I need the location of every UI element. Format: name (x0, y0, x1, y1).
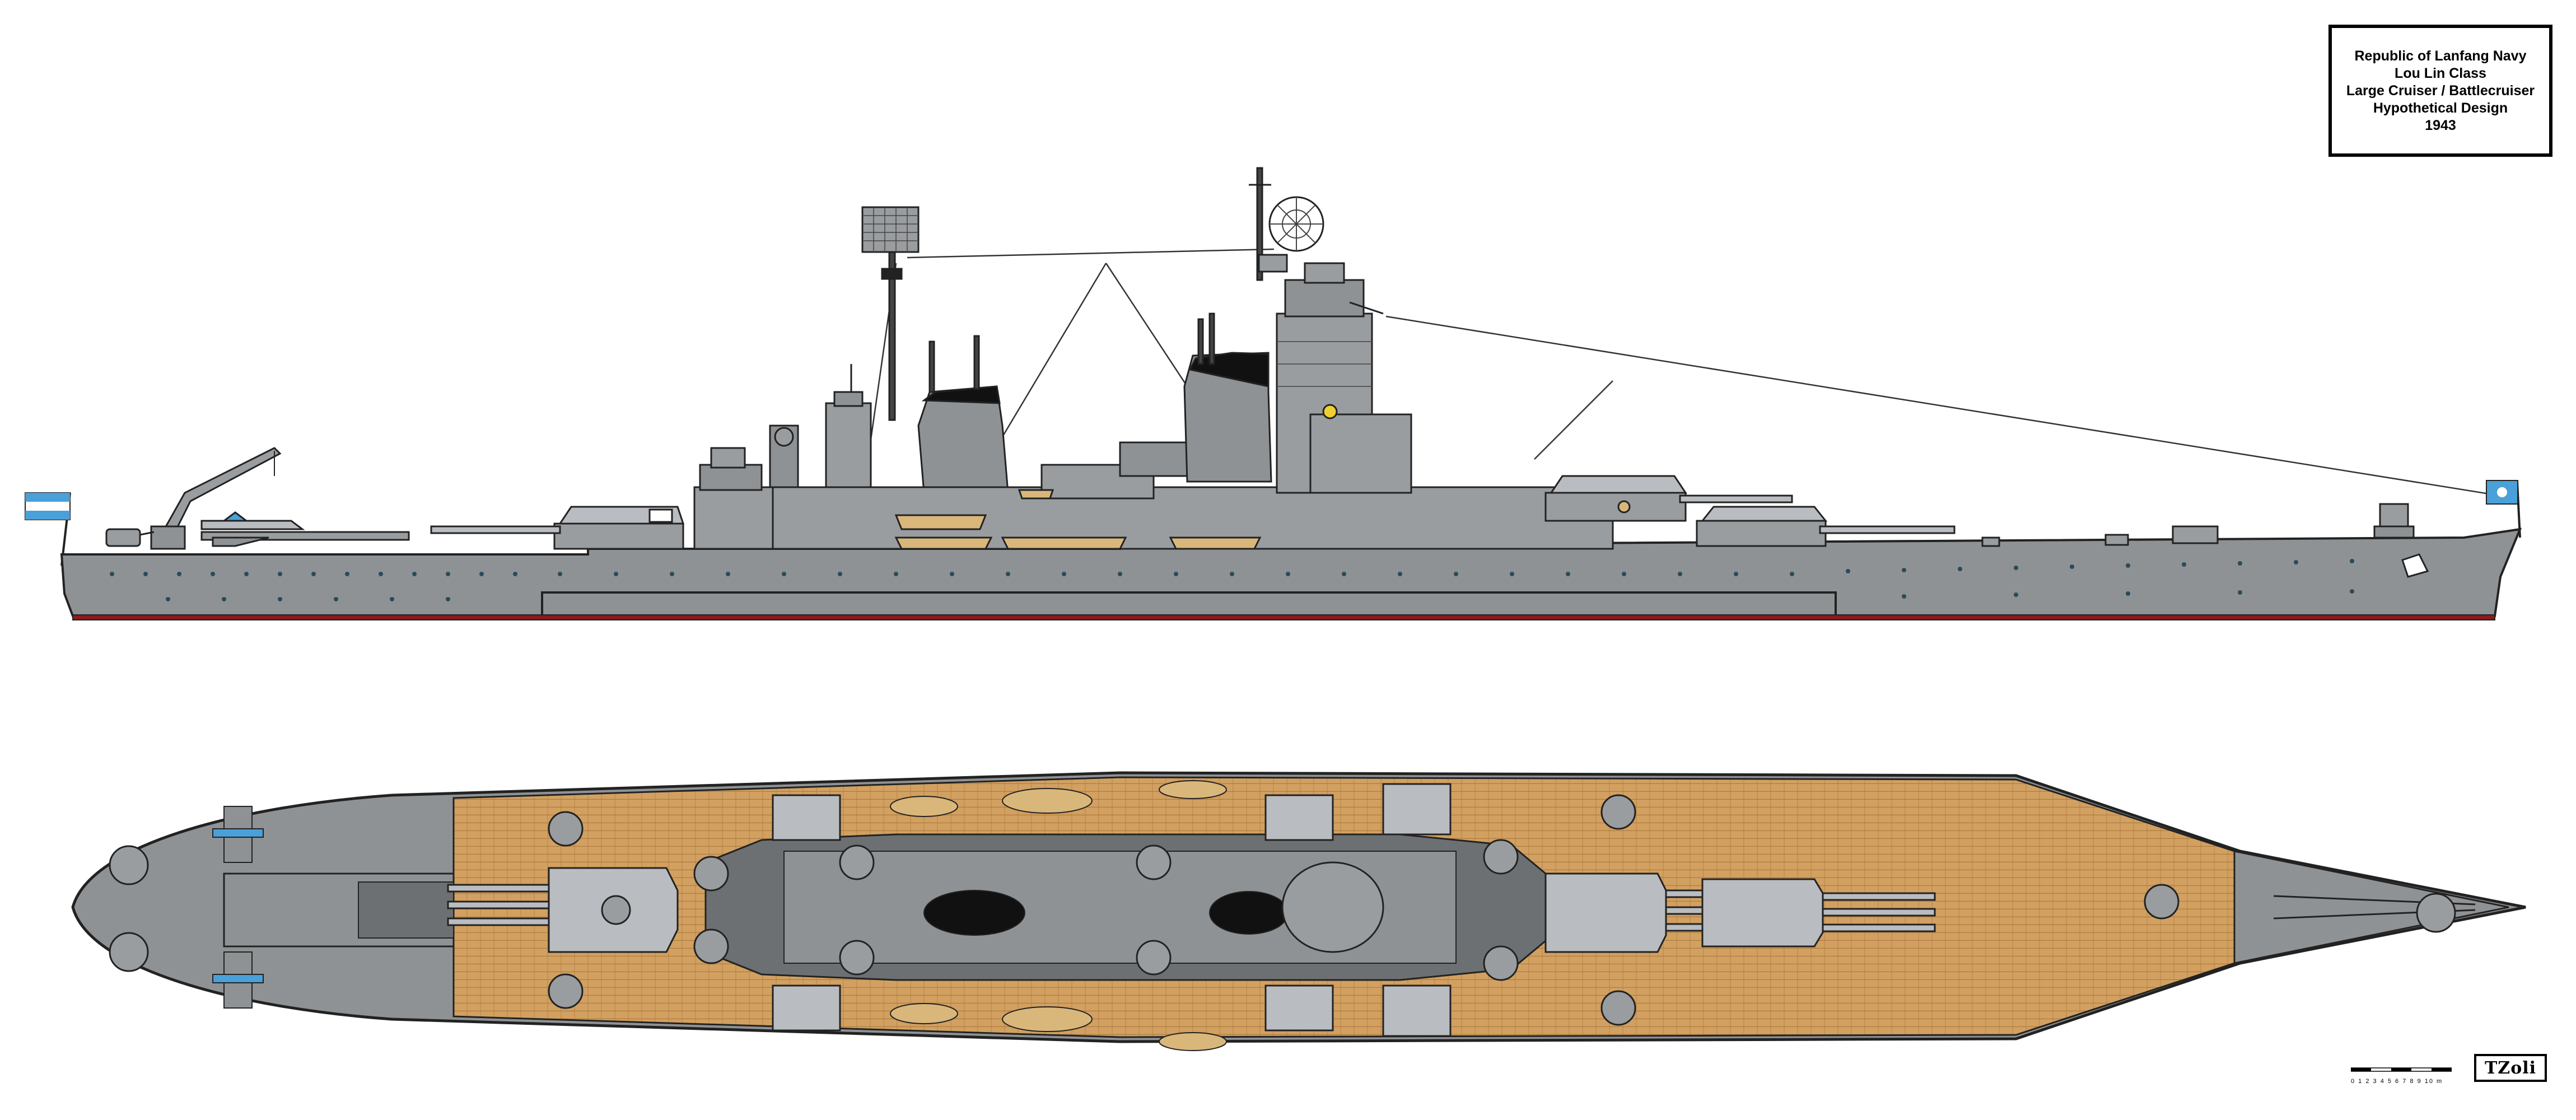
plan-secondary-turrets (772, 783, 1452, 1037)
title-design: Hypothetical Design (2373, 100, 2508, 116)
scale-label: 0 1 2 3 4 5 6 7 8 9 10 m (2351, 1078, 2443, 1085)
aircraft-catapult (200, 511, 410, 547)
bow-fittings (1981, 503, 2415, 547)
top-plan-view (71, 771, 2526, 1051)
scale-bar (2351, 1067, 2452, 1072)
stern-flag (25, 492, 71, 566)
title-type: Large Cruiser / Battlecruiser (2346, 82, 2535, 99)
aft-mast-radar (861, 206, 920, 421)
plan-funnels (923, 890, 1289, 936)
forward-mast-radar (1249, 167, 1324, 281)
hull-profile (60, 528, 2522, 620)
stern-crane (150, 447, 282, 550)
title-block: Republic of Lanfang Navy Lou Lin Class L… (2328, 25, 2552, 157)
aft-funnel (917, 335, 1009, 494)
plan-boats (890, 780, 1227, 1051)
ships-boats (894, 489, 1262, 550)
plan-forward-main-turret-a (1701, 878, 1936, 948)
plan-seaplanes (212, 806, 264, 1009)
forward-funnel (1183, 312, 1272, 483)
forward-main-turret-b (1544, 475, 1793, 522)
stern-aa-mount (105, 528, 155, 547)
bow-jack-flag (2486, 480, 2521, 538)
plan-aft-main-turret (447, 867, 679, 953)
forward-tower (1276, 262, 1412, 494)
rigging-lines (867, 248, 2518, 500)
side-profile-view (25, 167, 2522, 620)
title-navy: Republic of Lanfang Navy (2354, 48, 2527, 64)
aft-main-turret (430, 506, 685, 550)
title-year: 1943 (2425, 117, 2456, 133)
title-class: Lou Lin Class (2395, 65, 2486, 81)
plan-aa-mounts (109, 794, 2456, 1026)
forward-main-turret-a (1696, 506, 1956, 547)
artist-signature: TZoli (2474, 1054, 2547, 1082)
